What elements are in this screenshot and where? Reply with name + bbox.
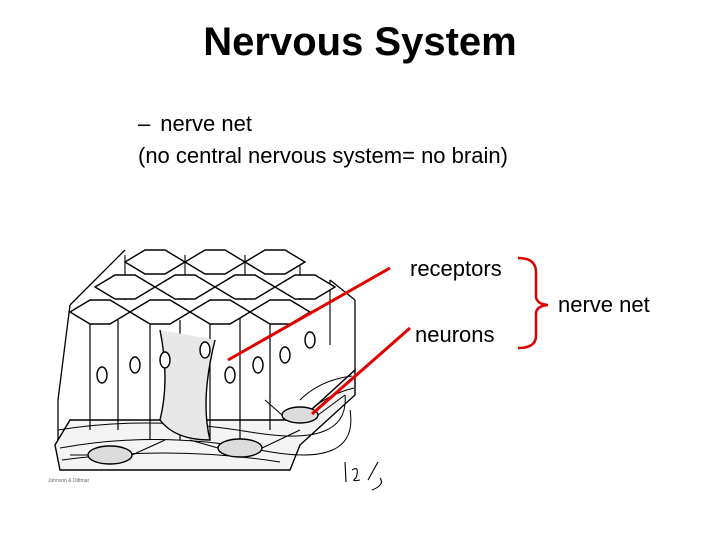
artist-signature [344,461,382,491]
receptors-label: receptors [410,256,502,281]
slide-title: Nervous System [203,20,517,64]
left-edge [57,249,126,440]
hexagon [243,249,307,275]
receptor-hexagon-grid [68,249,337,325]
neuron-processes [70,394,346,456]
hexagon [213,274,277,300]
hexagon [248,299,312,325]
bullet-text: (no central nervous system= no brain) [138,143,508,168]
neurons-label: neurons [415,322,495,347]
hexagon [188,299,252,325]
receptors-pointer-line [227,266,391,362]
bullet-item-no-brain: (no central nervous system= no brain) [138,140,508,172]
tissue-block-drawing [54,249,382,491]
illustration-credit: Johnson & Dittmar [48,478,90,484]
bullet-text: nerve net [160,111,252,136]
right-edge [329,279,356,370]
bullet-item-nerve-net: –nerve net [138,108,508,140]
hexagon [273,274,337,300]
cell-nuclei [96,331,316,384]
hexagon [153,274,217,300]
hexagon [68,299,132,325]
bullet-dash: – [138,111,151,136]
central-trunk [159,329,216,441]
nerve-net-brace [517,256,549,350]
hexagon [123,249,187,275]
neurons-pointer-line [311,326,411,416]
bullet-list: –nerve net (no central nervous system= n… [138,108,508,172]
hexagon [128,299,192,325]
nerve-net-label: nerve net [558,292,650,317]
hexagon [93,274,157,300]
hexagon [183,249,247,275]
